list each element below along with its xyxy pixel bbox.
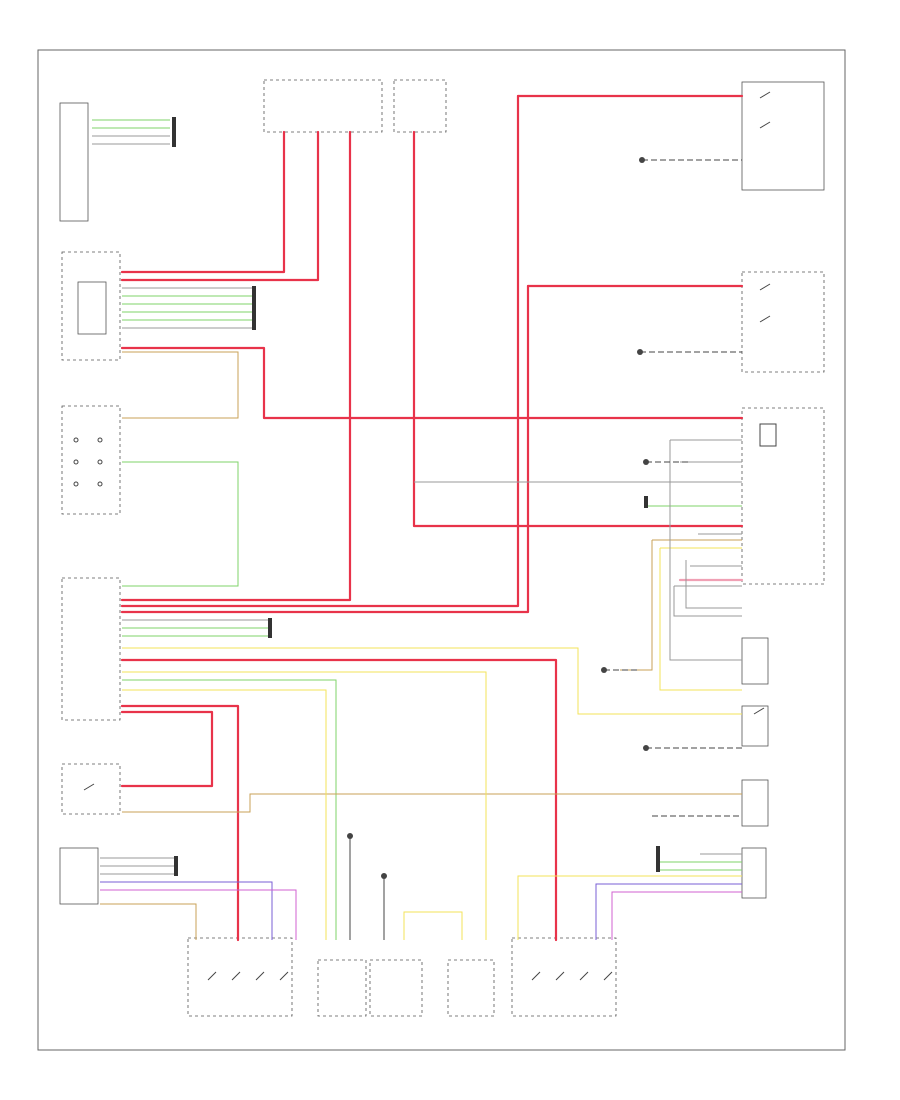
power-wire [120, 130, 286, 274]
left-rear-door-lock-box [741, 271, 825, 373]
switch-contact [759, 283, 771, 291]
switch-contact [531, 971, 541, 981]
interior-lamp-switch-box [741, 705, 769, 747]
switch-contact [231, 971, 241, 981]
switch-contact [207, 971, 217, 981]
signal-wire-violet [595, 883, 742, 940]
ground-point [637, 349, 643, 355]
switch-contact [579, 971, 589, 981]
signal-wire-yellow [659, 548, 742, 691]
signal-wire-green [122, 679, 337, 940]
signal-wire-yellow [403, 911, 463, 940]
left-front-door-lock-box [187, 937, 293, 1017]
fuse-block-right [393, 79, 447, 133]
climate-control-module-box [741, 407, 825, 585]
bottom-module-2 [369, 959, 423, 1017]
signal-wire-yellow [122, 647, 742, 715]
switch-terminal [97, 481, 103, 487]
signal-wire-tan [620, 540, 653, 671]
tailgate-switch-box [61, 763, 121, 815]
switch-terminal [97, 459, 103, 465]
connector-pin [268, 618, 272, 638]
fuse-block-box [741, 637, 769, 685]
signal-wire-grey [685, 560, 742, 609]
power-wire [120, 130, 320, 282]
power-wire [120, 94, 520, 608]
connector-pin [656, 846, 660, 872]
signal-wire-tan [122, 793, 742, 813]
power-wire [120, 704, 240, 942]
power-wire [120, 346, 744, 420]
switch-terminal [73, 459, 79, 465]
signal-wire-grey [673, 586, 742, 617]
right-front-door-lock-box [511, 937, 617, 1017]
ground-point [601, 667, 607, 673]
right-rear-door-lock-box [741, 81, 825, 191]
ground-point [381, 873, 387, 879]
signal-wire-grey [669, 440, 742, 661]
central-electronic-module-inner [77, 281, 107, 335]
switch-contact [603, 971, 613, 981]
switch-contact [255, 971, 265, 981]
connector-pin [252, 286, 256, 330]
bottom-module-3 [447, 959, 495, 1017]
switch-contact [759, 315, 771, 323]
signal-wire-yellow [517, 875, 742, 940]
switch-terminal [73, 481, 79, 487]
front-wiper-relay-connector [59, 102, 89, 222]
connector-pin [172, 117, 176, 147]
signal-wires [92, 119, 742, 940]
signal-wire-magenta [100, 889, 297, 940]
connector-pin [174, 856, 178, 876]
ground-point [639, 157, 645, 163]
switch-contact [279, 971, 289, 981]
switch-contact [753, 707, 765, 715]
power-wires [120, 94, 744, 942]
ground-leads [349, 159, 742, 940]
fuse-block-left [263, 79, 383, 133]
bottom-module-1 [317, 959, 367, 1017]
left-front-door-connector [59, 847, 99, 905]
central-electronic-module-box [61, 251, 121, 361]
passenger-door-connector [741, 847, 767, 899]
connector-pin [644, 496, 648, 508]
switch-symbols [73, 91, 777, 981]
ground-point [643, 745, 649, 751]
power-wire [120, 284, 530, 614]
switch-terminal [73, 437, 79, 443]
signal-wire-violet [100, 881, 273, 940]
switch-contact [759, 121, 771, 129]
rear-wiper-relay-box [61, 405, 121, 515]
switch-contact [83, 783, 95, 791]
signal-wire-magenta [611, 891, 742, 940]
ground-points [172, 117, 660, 879]
signal-wire-yellow [122, 671, 487, 940]
tailgate-lock-box [741, 779, 769, 827]
power-wire [412, 130, 744, 528]
ground-point [643, 459, 649, 465]
relay-coil [759, 423, 777, 447]
driver-door-module-box [61, 577, 121, 721]
switch-contact [555, 971, 565, 981]
power-wire [120, 710, 214, 788]
signal-wire-yellow [122, 689, 327, 940]
diagram-frame [37, 49, 846, 1051]
switch-contact [759, 91, 771, 99]
power-wire [120, 658, 558, 942]
ground-point [347, 833, 353, 839]
signal-wire-tan [122, 351, 239, 419]
signal-wire-tan [100, 903, 197, 940]
power-wire [120, 130, 352, 602]
signal-wire-green [122, 461, 239, 587]
switch-terminal [97, 437, 103, 443]
